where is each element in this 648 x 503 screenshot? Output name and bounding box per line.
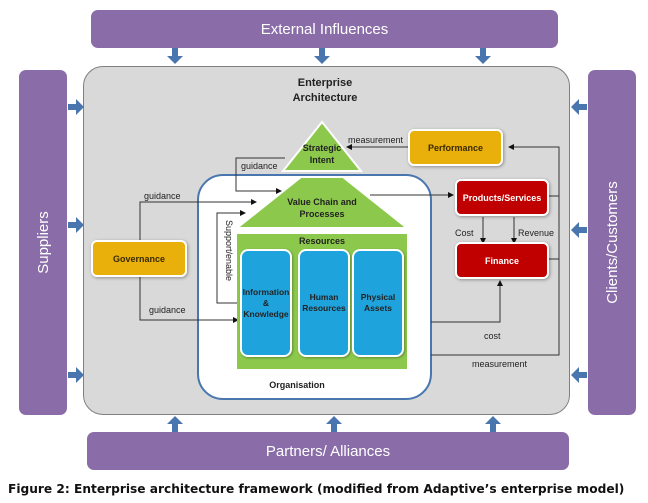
partners-alliances-label: Partners/ Alliances xyxy=(265,442,391,460)
strategic-intent-triangle xyxy=(280,120,364,172)
pillar-line: Knowledge xyxy=(243,308,289,319)
right-arrow-icon xyxy=(68,367,84,383)
client-arrows xyxy=(571,99,587,383)
pillar-line: Information xyxy=(242,286,290,297)
left-arrow-icon xyxy=(571,222,587,238)
value-chain-label: Value Chain and Processes xyxy=(262,196,382,220)
pillar-line: Physical xyxy=(360,292,396,302)
guidance-lower-connector xyxy=(139,277,239,323)
partner-arrows xyxy=(167,416,501,432)
resources-label: Resources xyxy=(298,236,346,246)
up-arrow-icon xyxy=(485,416,501,432)
left-arrow-icon xyxy=(571,99,587,115)
supplier-arrows xyxy=(68,99,84,383)
measurement-loop-connector xyxy=(431,144,560,356)
performance-box: Performance xyxy=(408,129,503,166)
value-chain-shape xyxy=(234,176,410,229)
revenue-label: Revenue xyxy=(518,228,555,238)
clients-customers-box: Clients/Customers xyxy=(588,70,636,415)
enterprise-architecture-title: Enterprise Architecture xyxy=(250,76,400,106)
human-resources-pillar: Human Resources xyxy=(298,249,350,357)
cost-upper-label: Cost xyxy=(455,228,474,238)
external-arrows xyxy=(167,48,491,64)
ea-title-line1: Enterprise xyxy=(297,77,353,89)
finance-box: Finance xyxy=(455,242,549,279)
measurement-bottom-label: measurement xyxy=(472,359,528,369)
pillar-line: Assets xyxy=(364,303,392,313)
strategic-intent-label: Strategic Intent xyxy=(292,142,352,166)
support-enable-connector xyxy=(216,210,246,304)
cost-lower-label: cost xyxy=(484,331,501,341)
suppliers-box: Suppliers xyxy=(19,70,67,415)
down-arrow-icon xyxy=(314,48,330,64)
cost-lower-connector xyxy=(431,280,503,323)
pillar-line: & xyxy=(262,297,270,308)
right-arrow-icon xyxy=(68,99,84,115)
guidance-strategic-label: guidance xyxy=(241,161,278,171)
left-arrow-icon xyxy=(571,367,587,383)
up-arrow-icon xyxy=(167,416,183,432)
information-knowledge-pillar: Information & Knowledge xyxy=(240,249,292,357)
governance-label: Governance xyxy=(112,253,166,264)
guidance-upper-connector xyxy=(139,199,257,240)
figure-caption: Figure 2: Enterprise architecture framew… xyxy=(8,482,625,496)
guidance-lower-label: guidance xyxy=(149,305,186,315)
pillar-line: Resources xyxy=(302,303,346,313)
organisation-label: Organisation xyxy=(269,380,325,390)
right-arrow-icon xyxy=(68,217,84,233)
physical-assets-pillar: Physical Assets xyxy=(352,249,404,357)
measurement-top-label: measurement xyxy=(348,135,404,145)
pillar-line: Human xyxy=(309,292,339,302)
ea-title-line2: Architecture xyxy=(292,92,358,104)
down-arrow-icon xyxy=(475,48,491,64)
governance-box: Governance xyxy=(91,240,187,277)
products-services-box: Products/Services xyxy=(455,179,549,216)
performance-label: Performance xyxy=(427,142,484,153)
value-chain-line2: Processes xyxy=(299,209,345,219)
up-arrow-icon xyxy=(326,416,342,432)
strategic-intent-line1: Strategic xyxy=(302,143,342,153)
finance-label: Finance xyxy=(484,255,519,266)
value-chain-line1: Value Chain and xyxy=(287,197,357,207)
strategic-intent-line2: Intent xyxy=(309,155,335,165)
support-enable-label: Support/enable xyxy=(224,220,234,282)
partners-alliances-box: Partners/ Alliances xyxy=(87,432,569,470)
external-influences-label: External Influences xyxy=(260,20,389,38)
products-services-label: Products/Services xyxy=(462,192,542,203)
guidance-upper-label: guidance xyxy=(144,191,181,201)
external-influences-box: External Influences xyxy=(91,10,558,48)
guidance-strategic-connector xyxy=(235,157,285,194)
down-arrow-icon xyxy=(167,48,183,64)
